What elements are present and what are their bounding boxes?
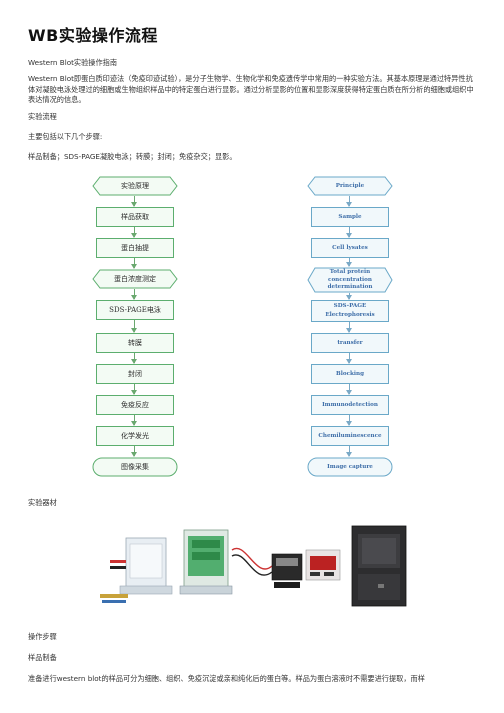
flow-node-label-line: SDS-PAGE <box>333 303 367 309</box>
flow-arrow <box>131 320 137 333</box>
flow-node-label: Principle <box>335 183 365 189</box>
hexagon-shape <box>92 269 178 289</box>
equipment-photo <box>100 525 407 607</box>
flow-arrow <box>346 353 352 364</box>
electrophoresis-tank-illustration <box>100 537 173 603</box>
flow-node-lysate-en: Cell lysates <box>311 238 389 258</box>
flow-arrow <box>346 196 352 207</box>
flow-node-label-line: Electrophoresis <box>325 312 375 318</box>
flow-node-immuno-en: Immunodetection <box>311 395 389 415</box>
section-heading-flow: 实验流程 <box>28 112 57 121</box>
steps-list: 样品制备；SDS-PAGE凝胶电泳；转膜；封闭；免疫杂交；显影。 <box>28 152 237 161</box>
flow-node-transfer: 转膜 <box>96 333 174 353</box>
flow-node-label: Total protein concentration determinatio… <box>307 267 393 292</box>
flow-node-sds-page: SDS-PAGE电泳 <box>96 300 174 320</box>
prep-paragraph: 准备进行western blot的样品可分为细胞、组织、免疫沉淀或亲和纯化后的蛋… <box>28 674 425 683</box>
flow-node-sample-en: Sample <box>311 207 389 227</box>
flow-arrow <box>131 196 137 207</box>
flow-node-image-en: Image capture <box>307 457 393 477</box>
flow-node-label-line: determination <box>327 284 373 290</box>
flow-node-blocking-en: Blocking <box>311 364 389 384</box>
section-heading-steps: 操作步骤 <box>28 632 57 641</box>
hexagon-shape <box>307 267 393 293</box>
flow-arrow <box>346 227 352 238</box>
flow-arrow <box>131 353 137 364</box>
flow-node-lysate: 蛋白抽提 <box>96 238 174 258</box>
flow-node-sample: 样品获取 <box>96 207 174 227</box>
hexagon-shape <box>92 457 178 477</box>
flow-node-label: 图像采集 <box>121 463 149 471</box>
flow-arrow <box>346 446 352 457</box>
flow-node-transfer-en: transfer <box>311 333 389 353</box>
hexagon-shape <box>307 176 393 196</box>
flow-arrow <box>131 289 137 300</box>
flow-node-sds-en: SDS-PAGE Electrophoresis <box>311 300 389 322</box>
flow-node-image: 图像采集 <box>92 457 178 477</box>
flow-node-concentration-en: Total protein concentration determinatio… <box>307 267 393 293</box>
hexagon-shape <box>307 457 393 477</box>
flow-node-chemi-en: Chemiluminescence <box>311 426 389 446</box>
imaging-system-illustration <box>351 525 407 607</box>
section-heading-materials: 实验器材 <box>28 498 57 507</box>
flow-node-concentration: 蛋白浓度测定 <box>92 269 178 289</box>
flow-node-label-line: concentration <box>328 276 372 283</box>
flow-arrow <box>346 293 352 300</box>
flow-node-label: Image capture <box>327 464 373 470</box>
flow-arrow <box>346 258 352 267</box>
flow-node-immuno: 免疫反应 <box>96 395 174 415</box>
flow-arrow <box>131 384 137 395</box>
flow-arrow <box>131 446 137 457</box>
flow-node-principle-en: Principle <box>307 176 393 196</box>
flow-node-chemi: 化学发光 <box>96 426 174 446</box>
flow-arrow <box>346 384 352 395</box>
flow-arrow <box>131 227 137 238</box>
flow-node-label-line: Total protein <box>329 269 371 275</box>
power-supply-illustration <box>271 549 341 588</box>
transfer-module-illustration <box>179 529 273 595</box>
flow-arrow <box>346 415 352 426</box>
page-title: WB实验操作流程 <box>28 26 158 45</box>
flow-arrow <box>131 258 137 269</box>
flow-node-principle: 实验原理 <box>92 176 178 196</box>
subtitle: Western Blot实验操作指南 <box>28 58 118 67</box>
intro-paragraph: Western Blot即蛋白质印迹法（免疫印迹试验），是分子生物学、生物化学和… <box>28 74 474 104</box>
hexagon-shape <box>92 176 178 196</box>
flow-node-blocking: 封闭 <box>96 364 174 384</box>
flow-arrow <box>346 322 352 333</box>
flow-arrow <box>131 415 137 426</box>
steps-intro: 主要包括以下几个步骤: <box>28 132 103 141</box>
flow-node-label: 实验原理 <box>121 182 149 190</box>
flow-node-label: 蛋白浓度测定 <box>114 275 156 283</box>
section-heading-prep: 样品制备 <box>28 653 57 662</box>
